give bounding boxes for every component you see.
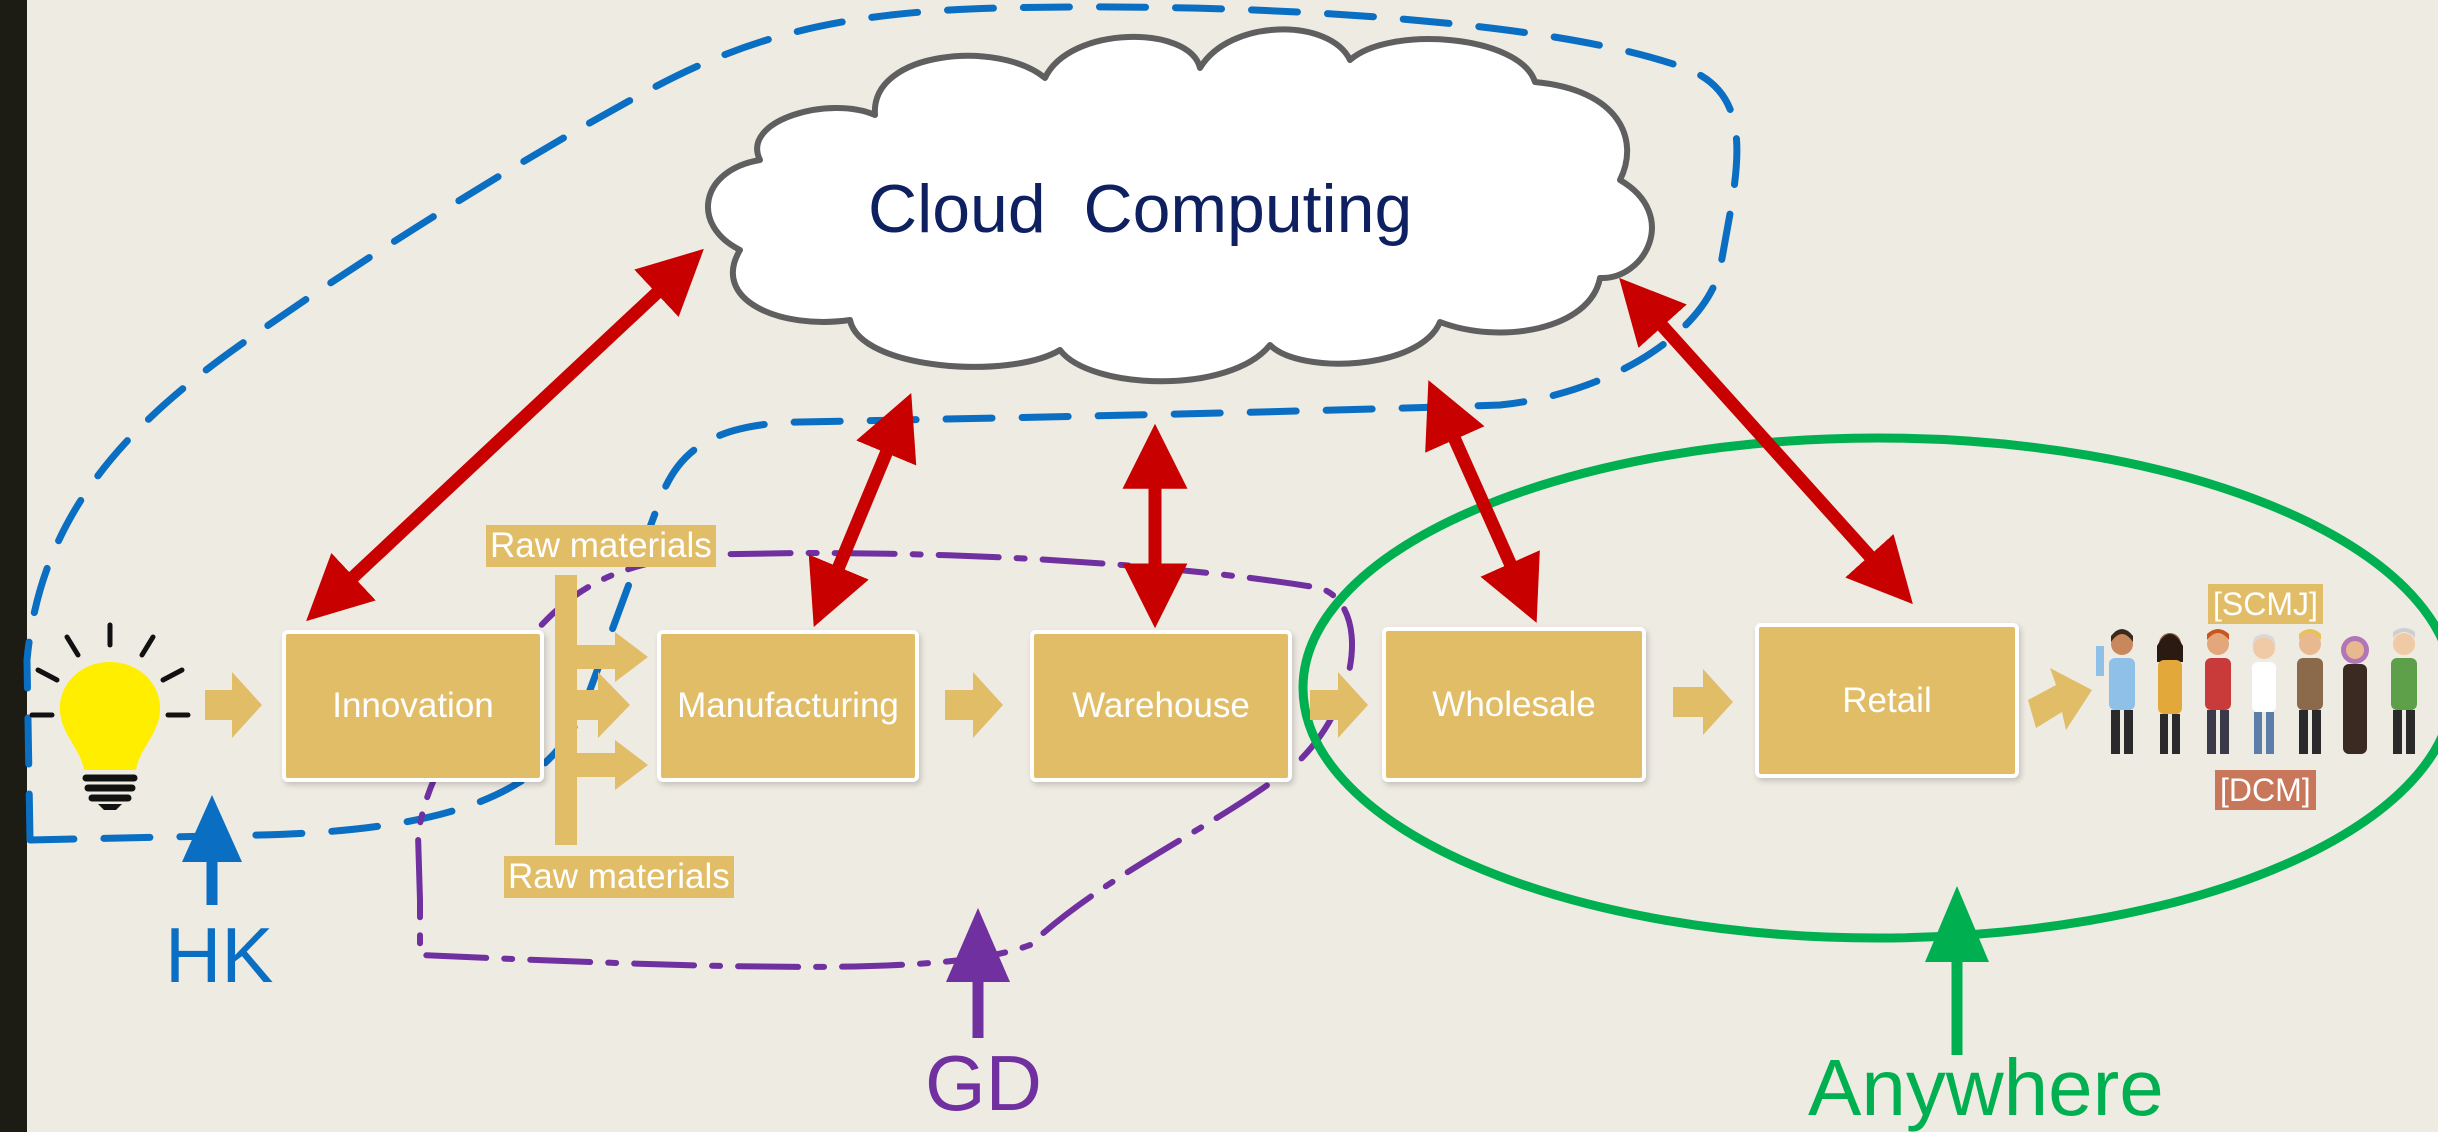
arrow-cloud-innovation (306, 248, 704, 622)
region-label-gd: GD (925, 1039, 1042, 1127)
anywhere-pointer-arrow (1925, 886, 1989, 1055)
customer-tag-dcm: [DCM] (2215, 770, 2316, 810)
raw-material-feeder-bottom (570, 740, 648, 790)
flow-arrow-warehouse-wholesale (1310, 672, 1368, 738)
lightbulb-icon (29, 622, 191, 810)
flow-chevrons (205, 575, 2092, 845)
flow-arrow-manufacturing-warehouse (945, 672, 1003, 738)
raw-material-feeder-top (570, 632, 648, 682)
customer-tag-scmj: [SCMJ] (2208, 584, 2323, 624)
left-edge-bar (0, 0, 27, 1132)
stage-warehouse: Warehouse (1030, 630, 1292, 782)
raw-materials-label-bottom: Raw materials (504, 856, 734, 898)
people-group-icon (2096, 628, 2417, 754)
region-label-anywhere: Anywhere (1808, 1043, 2164, 1132)
region-label-hk: HK (165, 911, 274, 999)
flow-arrow-innovation-manufacturing (568, 672, 630, 738)
cloud-shape (705, 26, 1655, 385)
arrow-cloud-wholesale (1425, 380, 1540, 623)
arrow-cloud-retail (1619, 277, 1913, 605)
stage-retail: Retail (1755, 623, 2019, 778)
stage-innovation: Innovation (282, 630, 544, 782)
stage-wholesale: Wholesale (1382, 627, 1646, 782)
gd-pointer-arrow (946, 908, 1010, 1038)
hk-region-outline (23, 3, 1741, 844)
arrow-cloud-manufacturing (808, 393, 917, 627)
flow-arrow-retail-customers (2028, 668, 2092, 730)
flow-arrow-wholesale-retail (1673, 669, 1733, 735)
cloud-title: Cloud Computing (868, 171, 1413, 247)
raw-material-feeder-bar (555, 575, 577, 845)
raw-materials-label-top: Raw materials (486, 525, 716, 567)
stage-manufacturing: Manufacturing (657, 630, 919, 782)
hk-pointer-arrow (182, 795, 242, 905)
flow-arrow-bulb-innovation (205, 672, 262, 738)
